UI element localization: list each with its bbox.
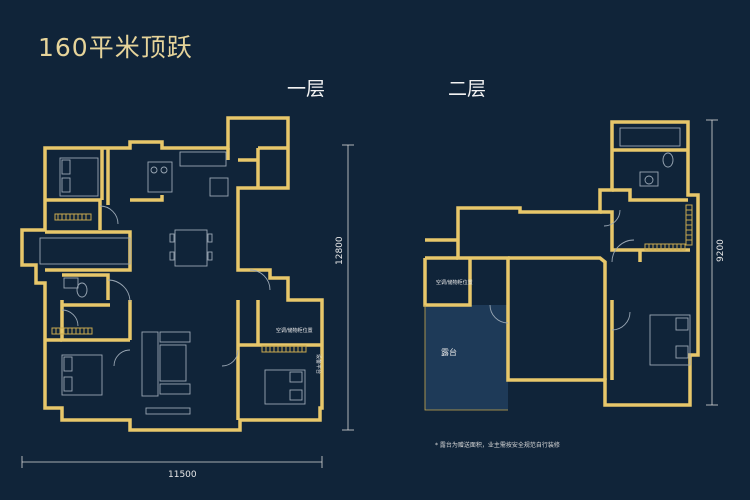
dimension-height-second: 9200	[716, 239, 726, 262]
floor-label-first: 一层	[287, 78, 326, 100]
wardrobe-hatches	[51, 204, 693, 353]
room-label-equipment: 设备平台	[315, 354, 321, 375]
dimension-width-first: 11500	[168, 470, 197, 480]
room-label-storage-first: 空调/储物柜位置	[276, 328, 313, 334]
room-label-storage-second: 空调/储物柜位置	[436, 280, 473, 286]
room-label-terrace: 露台	[441, 348, 457, 357]
walls-second-floor	[423, 120, 700, 407]
terrace-area	[425, 305, 508, 410]
terrace-outline	[424, 305, 508, 411]
furniture-second-floor	[489, 127, 691, 366]
page-title: 160平米顶跃	[38, 33, 193, 62]
dimension-lines	[21, 119, 718, 468]
footnote: * 露台为赠送面积，业主需按安全规范自行装修	[435, 442, 560, 449]
walls-first-floor	[20, 116, 324, 432]
furniture-first-floor	[39, 151, 306, 415]
dimension-height-first: 12800	[335, 236, 345, 265]
floor-label-second: 二层	[448, 78, 487, 100]
